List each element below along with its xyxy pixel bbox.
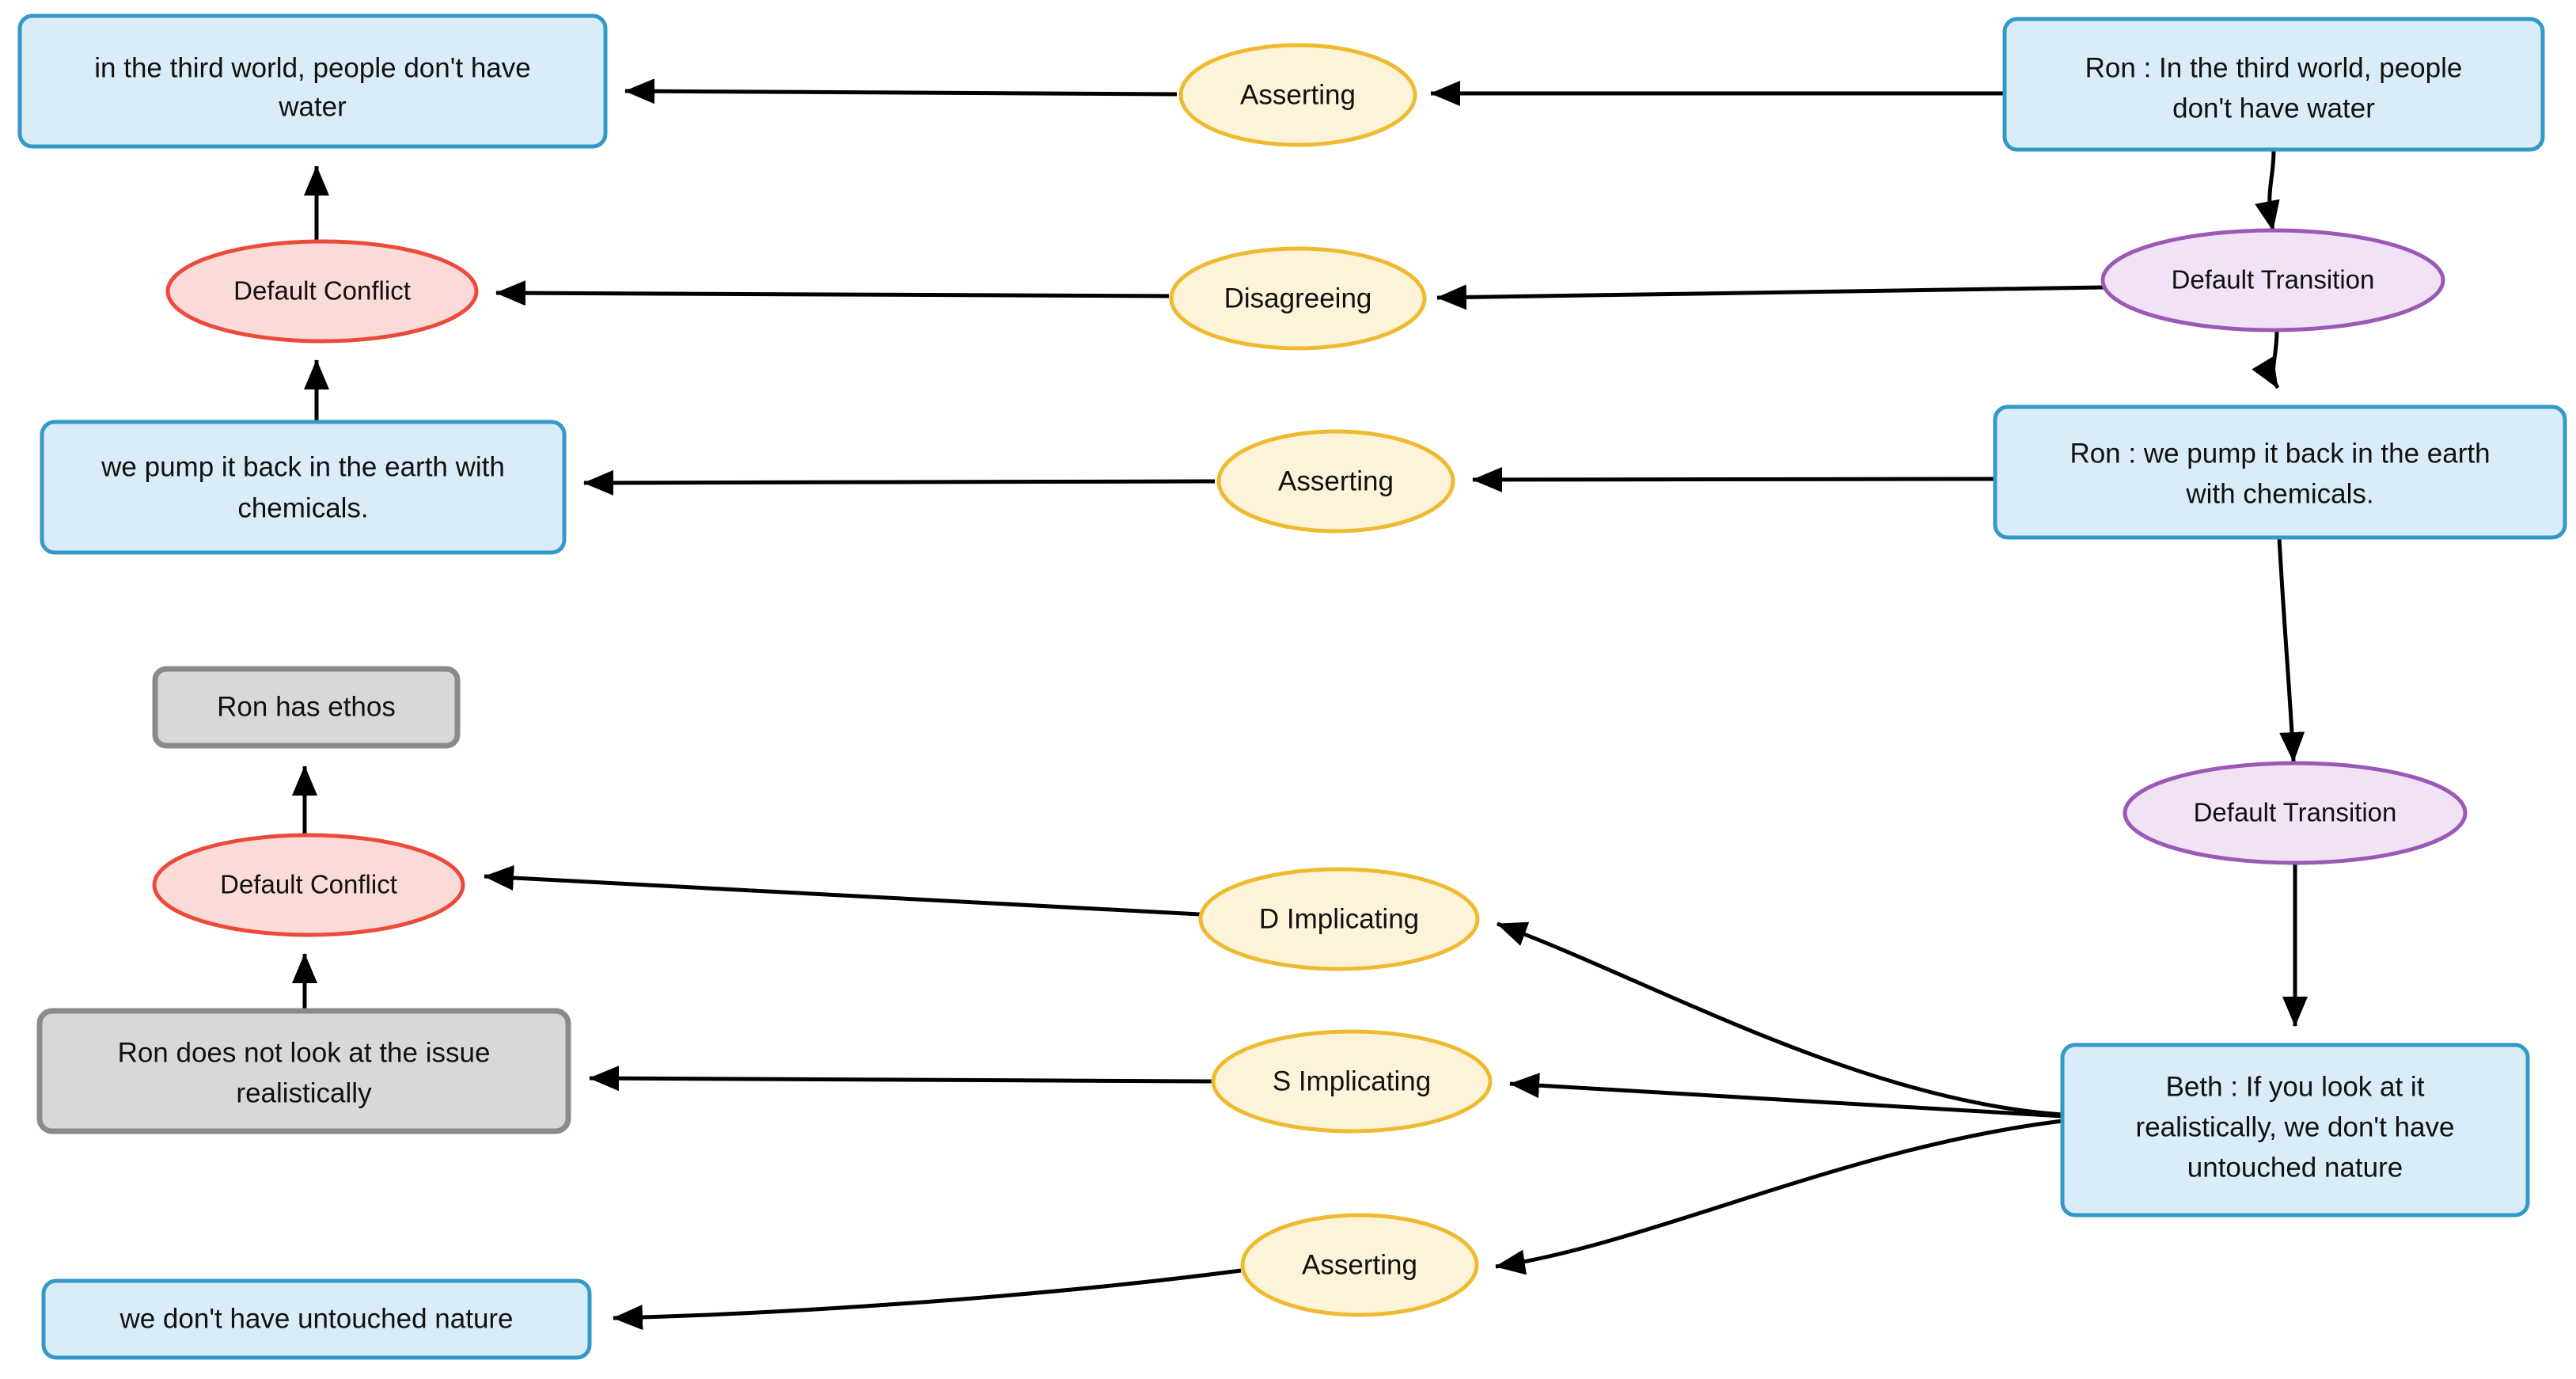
node-label-line-1: Asserting [1302, 1249, 1417, 1280]
node-shape[interactable] [2002, 17, 2545, 152]
node-label-line-2: water [278, 91, 347, 122]
node-label-line-1: in the third world, people don't have [94, 52, 531, 83]
node-label-line-2: don't have water [2172, 93, 2375, 123]
node-label-line-1: Ron has ethos [217, 691, 396, 722]
node-label-line-2: with chemicals. [2185, 478, 2373, 509]
node-proposition-untouched-nature[interactable]: we don't have untouched nature [41, 1278, 592, 1360]
node-label-line-1: we don't have untouched nature [119, 1303, 513, 1334]
edge-i6-to-p5 [613, 1268, 1242, 1331]
node-illocution-d-implicating[interactable]: D Implicating [1198, 867, 1480, 971]
node-label-line-1: Ron : we pump it back in the earth [2070, 438, 2490, 469]
node-illocution-asserting-1[interactable]: Asserting [1178, 43, 1417, 147]
node-shape[interactable] [165, 239, 479, 344]
edge-l2-to-i3 [1472, 466, 1996, 492]
node-proposition-pump-back-chemicals[interactable]: we pump it back in the earth with chemic… [40, 420, 567, 555]
edge-i2-to-c1 [495, 280, 1170, 306]
edge-i4-to-c2 [484, 864, 1201, 917]
nodes-layer: in the third world, people don't have wa… [17, 13, 2567, 1360]
node-conflict-lower[interactable]: Default Conflict [152, 833, 465, 937]
node-shape[interactable] [2060, 1043, 2530, 1218]
node-shape[interactable] [1178, 43, 1417, 147]
node-shape[interactable] [1211, 1029, 1493, 1134]
node-label-line-1: Beth : If you look at it [2166, 1071, 2425, 1102]
edge-t1-to-i2 [1436, 284, 2104, 310]
edge-i1-to-p1 [624, 78, 1178, 104]
node-label-line-1: Ron does not look at the issue [118, 1037, 491, 1068]
node-label-line-1: Asserting [1240, 79, 1356, 110]
node-implicit-ron-has-ethos[interactable]: Ron has ethos [152, 666, 461, 749]
edge-t1-to-l2 [2252, 329, 2280, 389]
edge-l2-to-t2 [2277, 537, 2305, 762]
node-label-line-3: untouched nature [2187, 1152, 2403, 1183]
node-illocution-asserting-3[interactable]: Asserting [1240, 1213, 1479, 1317]
node-shape[interactable] [36, 1008, 571, 1134]
node-label-line-1: S Implicating [1273, 1066, 1431, 1096]
edge-l1-to-t1 [2255, 149, 2280, 231]
node-locution-ron-third-world[interactable]: Ron : In the third world, people don't h… [2002, 17, 2545, 152]
node-locution-ron-pump-back[interactable]: Ron : we pump it back in the earth with … [1993, 405, 2567, 540]
node-illocution-disagreeing[interactable]: Disagreeing [1169, 246, 1427, 351]
node-label-line-1: Default Transition [2172, 265, 2375, 294]
node-shape[interactable] [1198, 867, 1480, 971]
edge-l3-to-i5 [1509, 1073, 2063, 1119]
node-illocution-asserting-2[interactable]: Asserting [1216, 429, 1455, 534]
node-transition-upper[interactable]: Default Transition [2100, 228, 2445, 332]
node-shape[interactable] [1216, 429, 1455, 534]
node-label-line-1: Default Conflict [233, 276, 411, 306]
node-shape[interactable] [41, 1278, 592, 1360]
node-locution-beth-untouched-nature[interactable]: Beth : If you look at it realistically, … [2060, 1043, 2530, 1218]
edge-l3-to-i6 [1495, 1119, 2063, 1275]
node-label-line-1: Default Conflict [220, 870, 397, 899]
node-label-line-1: we pump it back in the earth with [101, 451, 505, 482]
node-shape[interactable] [17, 13, 608, 149]
node-shape[interactable] [1993, 405, 2567, 540]
node-shape[interactable] [152, 833, 465, 937]
node-label-line-1: Default Transition [2194, 798, 2397, 827]
node-shape[interactable] [1240, 1213, 1479, 1317]
edge-i3-to-p2 [583, 469, 1216, 496]
node-label-line-1: Disagreeing [1224, 283, 1372, 313]
node-shape[interactable] [2100, 228, 2445, 332]
edge-l3-to-i4 [1497, 921, 2063, 1117]
node-transition-lower[interactable]: Default Transition [2123, 761, 2468, 865]
node-label-line-2: realistically, we don't have [2136, 1111, 2455, 1142]
node-shape[interactable] [1169, 246, 1427, 351]
node-label-line-2: realistically [236, 1077, 372, 1108]
node-label-line-2: chemicals. [237, 492, 368, 523]
edge-i5-to-p4 [589, 1066, 1213, 1092]
node-shape[interactable] [2123, 761, 2468, 865]
node-shape[interactable] [40, 420, 567, 555]
node-shape[interactable] [152, 666, 461, 749]
node-implicit-ron-not-realistic[interactable]: Ron does not look at the issue realistic… [36, 1008, 571, 1134]
node-conflict-upper[interactable]: Default Conflict [165, 239, 479, 344]
node-label-line-1: D Implicating [1259, 903, 1419, 934]
node-label-line-1: Asserting [1278, 465, 1394, 496]
node-illocution-s-implicating[interactable]: S Implicating [1211, 1029, 1493, 1134]
node-label-line-1: Ron : In the third world, people [2085, 52, 2463, 83]
edges-layer [291, 78, 2309, 1331]
node-proposition-third-world-water[interactable]: in the third world, people don't have wa… [17, 13, 608, 149]
